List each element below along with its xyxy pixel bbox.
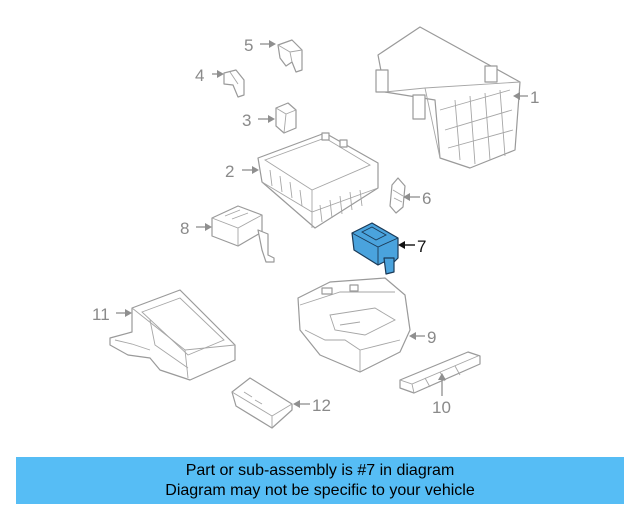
parts-diagram: 1 2 3 4 5 6: [92, 26, 539, 429]
callout-6-arrow: [403, 193, 410, 201]
part-8-connector[interactable]: [211, 205, 275, 263]
callout-5-label: 5: [244, 36, 253, 55]
callout-6-label: 6: [422, 189, 431, 208]
callout-9-label: 9: [427, 328, 436, 347]
part-3-relay[interactable]: [275, 102, 297, 134]
callout-1-label: 1: [530, 88, 539, 107]
part-4-bracket-clip[interactable]: [223, 69, 245, 98]
callout-11-arrow: [125, 309, 132, 317]
callout-7-label: 7: [417, 237, 426, 256]
callout-4-arrow: [217, 70, 224, 78]
callout-5-arrow: [269, 40, 276, 48]
callout-2-arrow: [252, 166, 259, 174]
callout-10-arrow: [438, 373, 446, 380]
callout-10-label: 10: [432, 398, 451, 417]
part-10-cover-strip[interactable]: [399, 351, 481, 394]
callout-3-arrow: [268, 115, 275, 123]
callout-7-arrow: [398, 241, 405, 249]
part-2-fuse-block[interactable]: [257, 132, 379, 229]
part-7-relay-highlighted[interactable]: [351, 222, 399, 275]
callout-2-label: 2: [225, 162, 234, 181]
callout-1-arrow: [513, 92, 520, 100]
callout-8-label: 8: [180, 219, 189, 238]
banner-line-1: Part or sub-assembly is #7 in diagram: [185, 461, 455, 479]
part-5-fuse-holder[interactable]: [277, 39, 303, 73]
callout-12-label: 12: [312, 396, 331, 415]
callout-8-arrow: [205, 223, 212, 231]
banner-line-2: Diagram may not be specific to your vehi…: [165, 481, 475, 499]
callout-3-label: 3: [242, 111, 251, 130]
part-9-bracket-tray[interactable]: [297, 277, 411, 373]
callout-12-arrow: [293, 400, 300, 408]
part-1-fuse-box-cover[interactable]: [375, 26, 521, 169]
part-11-lower-box[interactable]: [109, 289, 236, 381]
callout-9-arrow: [409, 332, 416, 340]
part-12-bracket[interactable]: [231, 377, 293, 429]
callout-11-label: 11: [92, 305, 110, 324]
part-6-clip[interactable]: [389, 177, 406, 214]
info-banner: Part or sub-assembly is #7 in diagram Di…: [16, 457, 624, 504]
callout-4-label: 4: [195, 66, 204, 85]
